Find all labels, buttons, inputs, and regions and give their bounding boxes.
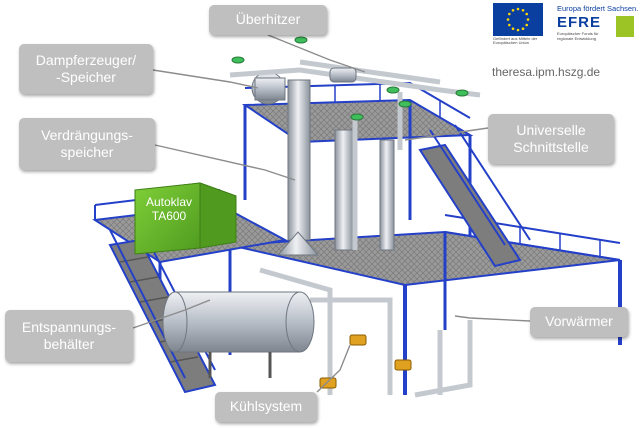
eu-stars-icon — [506, 7, 530, 32]
autoklav-label-line2: TA600 — [151, 209, 187, 224]
callout-schnittstelle-line1: Universelle — [516, 121, 586, 138]
callout-dampferzeuger-line1: Dampferzeuger/ — [35, 51, 137, 68]
callout-verdraengung-line2: speicher — [60, 144, 114, 160]
callout-schnittstelle-line2: Schnittstelle — [513, 139, 589, 155]
callout-entspannung-line1: Entspannungs- — [21, 318, 117, 335]
autoklav-label-line1: Autoklav — [145, 195, 193, 209]
callout-vorwaermer-text: Vorwärmer — [545, 313, 613, 330]
callout-entspannungsbehaelter: Entspannungs- behälter — [5, 310, 133, 362]
callout-verdraengung-line1: Verdrängungs- — [41, 126, 133, 143]
efre-tagline: Europa fördert Sachsen. — [557, 4, 639, 13]
callout-ueberhitzer: Überhitzer — [209, 5, 327, 35]
callout-schnittstelle: Universelle Schnittstelle — [488, 114, 614, 164]
callout-vorwaermer: Vorwärmer — [530, 307, 628, 337]
autoklav-label: Autoklav TA600 — [137, 195, 201, 224]
callout-dampferzeuger-line2: -Speicher — [56, 69, 116, 85]
autoklav-box — [134, 182, 237, 255]
superheater-unit — [329, 67, 357, 83]
pumps — [319, 334, 412, 389]
funding-logos: Gefördert aus Mitteln der Europäischen U… — [493, 3, 638, 45]
callout-entspannung-line2: behälter — [43, 336, 95, 352]
eu-caption: Gefördert aus Mitteln der Europäischen U… — [493, 36, 538, 45]
callout-ueberhitzer-text: Überhitzer — [235, 11, 301, 28]
project-url: theresa.ipm.hszg.de — [492, 65, 601, 79]
callout-verdraengungsspeicher: Verdrängungs- speicher — [19, 118, 155, 170]
efre-subtitle: Europäischer Fonds für regionale Entwick… — [557, 31, 599, 41]
saxony-green-icon — [616, 16, 634, 37]
callout-kuehlsystem-text: Kühlsystem — [229, 398, 303, 415]
eu-flag-logo — [493, 3, 543, 36]
vessels — [251, 71, 395, 256]
callout-kuehlsystem: Kühlsystem — [215, 392, 317, 422]
efre-wordmark: EFRE — [557, 14, 602, 31]
callout-dampferzeuger: Dampferzeuger/ -Speicher — [19, 44, 153, 94]
